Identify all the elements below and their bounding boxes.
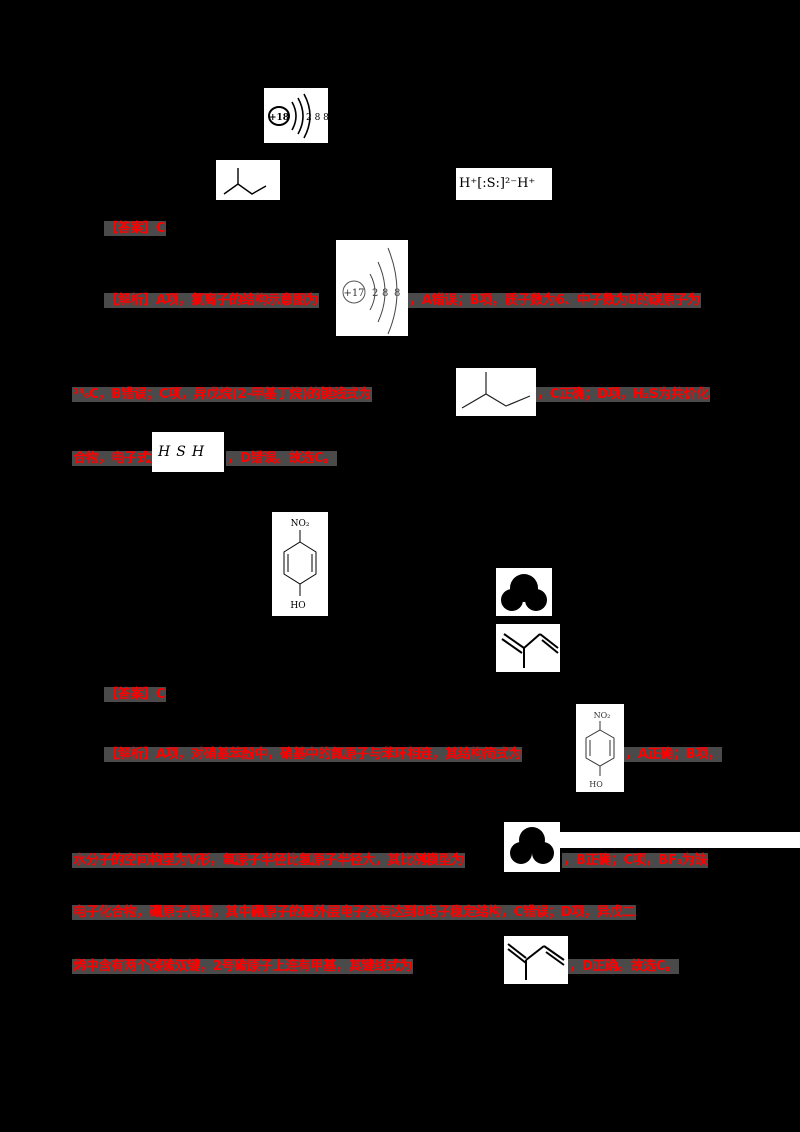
h2s-ionic-formula-image: H⁺[:S:]²⁻H⁺ (456, 168, 552, 200)
water-space-filling-image (496, 568, 552, 616)
isoprene-skeletal-image (496, 624, 560, 672)
h2s-lewis-image: HSH (152, 432, 224, 472)
water-space-filling-image-2 (504, 822, 560, 872)
isopentane-skeletal-image (216, 160, 280, 200)
q1-analysis-line3-b: ，D错误。故选C。 (226, 451, 337, 466)
svg-text:8: 8 (394, 288, 400, 299)
q2-analysis-line2-a: 水分子的空间构型为V形，氧原子半径比氢原子半径大，其比例模型为 (72, 853, 465, 868)
svg-text:NO₂: NO₂ (594, 711, 611, 720)
white-bar (560, 832, 800, 848)
svg-text:2: 2 (372, 288, 378, 299)
q1-analysis-line1-b: ，A错误；B项，质子数为6、中子数为8的碳原子为 (408, 293, 701, 308)
isopentane-skeletal-image-2 (456, 368, 536, 416)
isoprene-skeletal-image-2 (504, 936, 568, 984)
svg-text:HO: HO (290, 601, 305, 611)
q1-analysis-line2-b: ，C正确；D项，H₂S为共价化 (536, 387, 710, 402)
q2-analysis-line2-b: ，B正确；C项，BF₃为缺 (562, 853, 709, 868)
q1-answer: 【答案】C (104, 221, 167, 236)
q2-analysis-line4-a: 烯中含有两个碳碳双键，2号碳原子上连有甲基，其键线式为 (72, 959, 413, 974)
svg-text:+17: +17 (343, 288, 364, 299)
chloride-structure-image: +17 2 8 8 (336, 240, 408, 336)
q1-analysis-line1-a: 【解析】A项，氯离子的结构示意图为 (104, 293, 319, 308)
q2-answer: 【答案】C (104, 687, 167, 702)
svg-text:+18: +18 (269, 113, 289, 123)
q2-analysis-line1-b: ，A正确；B项， (624, 747, 722, 762)
q1-analysis-line2-a: ¹⁴₆C，B错误；C项，异戊烷(2-甲基丁烷)的键线式为 (72, 387, 372, 402)
q1-analysis-line3-a: 合物，电子式为 (72, 450, 152, 467)
svg-text:HO: HO (589, 780, 603, 789)
svg-text:8: 8 (382, 288, 388, 299)
argon-structure-image: +18 2 8 8 (264, 88, 328, 143)
p-nitrophenol-image: NO₂ HO (272, 512, 328, 616)
q2-analysis-line3: 电子化合物，硼原子周围，其中硼原子的最外层电子没有达到8电子稳定结构，C错误；D… (72, 905, 636, 920)
svg-text:2 8 8: 2 8 8 (306, 113, 328, 123)
svg-text:NO₂: NO₂ (291, 519, 310, 529)
q2-analysis-line4-b: ，D正确。故选C。 (568, 959, 679, 974)
p-nitrophenol-image-2: NO₂ HO (576, 704, 624, 792)
q2-analysis-line1-a: 【解析】A项，对硝基苯酚中，硝基中的氮原子与苯环相连，其结构简式为 (104, 747, 523, 762)
